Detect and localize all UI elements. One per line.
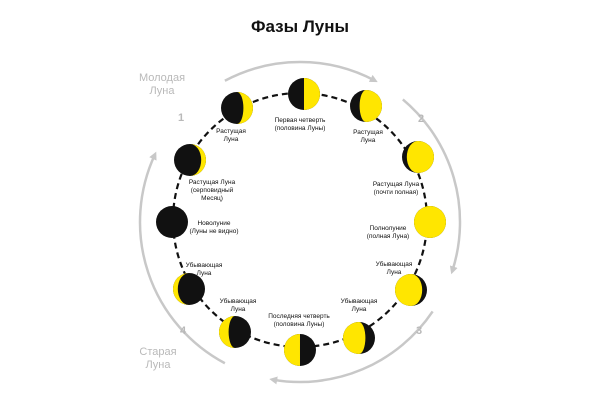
moon-waxing-top-left xyxy=(221,92,253,124)
page-title: Фазы Луны xyxy=(250,17,350,36)
phase-label-full-moon: Полнолуние(полная Луна) xyxy=(366,225,410,240)
outer-cycle-arrow-3 xyxy=(269,310,434,385)
quarter-number-2: 2 xyxy=(418,113,425,125)
quarter-number-4: 4 xyxy=(180,325,187,337)
outer-cycle-arrow-2 xyxy=(402,98,462,275)
moon-first-quarter xyxy=(288,78,320,110)
young-moon-line1: Молодая xyxy=(138,72,186,84)
moon-waning-right xyxy=(395,274,427,306)
moon-new-moon xyxy=(156,206,188,238)
phase-label-first-quarter: Первая четверть(половина Луны) xyxy=(274,117,326,132)
young-moon-line2: Луна xyxy=(149,85,175,97)
old-moon-label: Старая Луна xyxy=(118,346,198,372)
moon-full-moon xyxy=(414,206,446,238)
moon-waxing-crescent xyxy=(174,144,206,176)
moon-waning-crescent xyxy=(173,273,205,305)
moon-waning-bottom-right xyxy=(343,322,375,354)
phase-label-last-quarter: Последняя четверть(половина Луны) xyxy=(268,313,330,328)
young-moon-label: Молодая Луна xyxy=(122,72,202,98)
moon-last-quarter xyxy=(284,334,316,366)
old-moon-line2: Луна xyxy=(145,359,171,371)
moon-waxing-top-right xyxy=(350,90,382,122)
outer-cycle-arrow-1 xyxy=(224,60,378,83)
quarter-number-3: 3 xyxy=(416,325,423,337)
quarter-number-1: 1 xyxy=(178,112,185,124)
moon-waxing-gibbous xyxy=(402,141,434,173)
phase-label-new-moon: Новолуние(Луны не видно) xyxy=(189,220,239,235)
moon-waning-bottom-left xyxy=(219,316,251,348)
old-moon-line1: Старая xyxy=(139,346,177,358)
phase-label-waxing-gibbous: Растущая Луна(почти полная) xyxy=(372,181,420,196)
outer-cycle-arrow-4 xyxy=(138,151,226,365)
